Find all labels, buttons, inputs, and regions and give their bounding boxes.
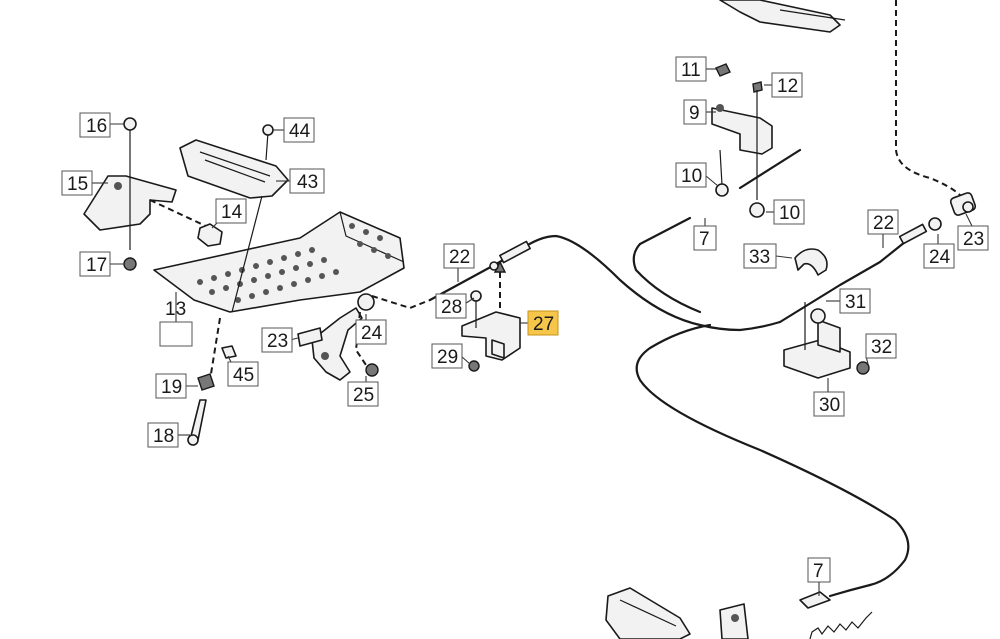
bracket-15 bbox=[83, 117, 211, 271]
pedal-43 bbox=[179, 124, 289, 199]
callout-label: 18 bbox=[153, 426, 174, 447]
bracket-27 bbox=[461, 260, 521, 372]
cable-end-fitting bbox=[949, 192, 977, 216]
cable-dashed-top bbox=[895, 0, 961, 196]
callout-label: 32 bbox=[871, 337, 892, 358]
cable-adjuster-right bbox=[898, 217, 942, 245]
callout-label: 7 bbox=[699, 229, 710, 250]
callout-label: 24 bbox=[361, 323, 383, 344]
callout-19[interactable]: 19 bbox=[155, 373, 187, 399]
callout-11[interactable]: 11 bbox=[675, 56, 707, 82]
pedal-arm bbox=[297, 293, 379, 381]
callout-18[interactable]: 18 bbox=[147, 422, 179, 448]
callout-label: 25 bbox=[353, 385, 374, 406]
callout-label: 11 bbox=[681, 60, 701, 81]
bolt-18 bbox=[187, 317, 237, 446]
callout-10-right[interactable]: 10 bbox=[773, 199, 805, 225]
callout-45[interactable]: 45 bbox=[227, 361, 259, 387]
callout-24-left[interactable]: 24 bbox=[355, 319, 387, 345]
callout-24-right[interactable]: 24 bbox=[923, 243, 955, 269]
callout-10-left[interactable]: 10 bbox=[675, 162, 707, 188]
callout-label: 15 bbox=[67, 174, 88, 195]
clip-33 bbox=[794, 248, 828, 276]
callout-30[interactable]: 30 bbox=[813, 391, 845, 417]
callout-22-right[interactable]: 22 bbox=[867, 209, 899, 235]
callout-31[interactable]: 31 bbox=[839, 288, 871, 314]
callout-27[interactable]: 27 bbox=[527, 310, 559, 336]
callout-32[interactable]: 32 bbox=[865, 333, 897, 359]
callout-label: 17 bbox=[86, 255, 107, 276]
callout-label: 19 bbox=[161, 377, 182, 398]
callout-16[interactable]: 16 bbox=[79, 112, 111, 138]
bracket-9 bbox=[711, 63, 773, 218]
spring bbox=[799, 591, 873, 639]
callout-9[interactable]: 9 bbox=[683, 99, 707, 125]
pedal-rod bbox=[231, 195, 263, 313]
callout-7-bottom[interactable]: 7 bbox=[807, 557, 831, 583]
callout-label: 13 bbox=[165, 299, 186, 320]
callout-14[interactable]: 14 bbox=[215, 198, 247, 224]
callout-29[interactable]: 29 bbox=[431, 343, 463, 369]
callout-label: 10 bbox=[681, 166, 702, 187]
callout-label: 43 bbox=[297, 172, 318, 193]
callout-label: 30 bbox=[819, 395, 840, 416]
callout-label: 23 bbox=[267, 331, 288, 352]
callout-12[interactable]: 12 bbox=[771, 72, 803, 98]
callout-15[interactable]: 15 bbox=[61, 170, 93, 196]
lower-pedal bbox=[605, 587, 749, 639]
callout-label: 27 bbox=[533, 314, 554, 335]
cable-end-left bbox=[428, 240, 531, 302]
callout-44[interactable]: 44 bbox=[283, 117, 315, 143]
callout-33[interactable]: 33 bbox=[743, 243, 777, 269]
linkage-top bbox=[719, 0, 846, 33]
callout-label: 44 bbox=[289, 121, 311, 142]
callout-label: 16 bbox=[86, 116, 107, 137]
foot-plate-13 bbox=[153, 211, 405, 313]
callout-label: 12 bbox=[777, 76, 798, 97]
callout-label: 24 bbox=[929, 247, 951, 268]
callouts: 16 44 15 43 14 17 13 23 24 45 19 25 18 2… bbox=[61, 56, 989, 583]
brake-cable bbox=[496, 148, 922, 598]
callout-label: 31 bbox=[845, 292, 866, 313]
callout-label: 23 bbox=[963, 229, 984, 250]
callout-7-top[interactable]: 7 bbox=[693, 225, 717, 251]
callout-23-left[interactable]: 23 bbox=[261, 327, 293, 353]
callout-23-right[interactable]: 23 bbox=[957, 225, 989, 251]
bracket-30 bbox=[783, 302, 870, 379]
callout-22-left[interactable]: 22 bbox=[443, 243, 475, 269]
callout-28[interactable]: 28 bbox=[435, 293, 467, 319]
callout-17[interactable]: 17 bbox=[79, 251, 111, 277]
callout-label: 22 bbox=[449, 247, 470, 268]
callout-label: 45 bbox=[233, 365, 254, 386]
callout-label: 33 bbox=[749, 247, 770, 268]
cable-dashed-left bbox=[371, 295, 431, 310]
callout-label: 22 bbox=[873, 213, 894, 234]
callout-label: 29 bbox=[437, 347, 458, 368]
callout-43[interactable]: 43 bbox=[289, 168, 325, 194]
spacer-14 bbox=[197, 223, 223, 247]
callout-label: 14 bbox=[221, 202, 243, 223]
callout-25[interactable]: 25 bbox=[347, 381, 379, 407]
foot-plate-holes bbox=[197, 223, 391, 303]
callout-label: 28 bbox=[441, 297, 462, 318]
callout-label: 9 bbox=[689, 103, 700, 124]
callout-13[interactable]: 13 bbox=[159, 299, 193, 347]
callout-label: 10 bbox=[779, 203, 800, 224]
callout-label: 7 bbox=[813, 561, 824, 582]
